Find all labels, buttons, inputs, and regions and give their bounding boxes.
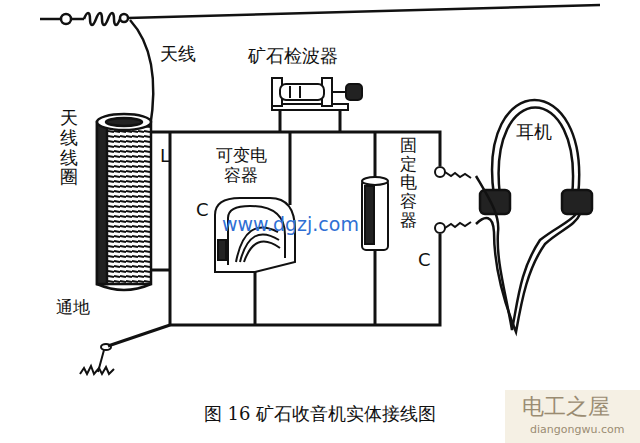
inductor-symbol-label: L bbox=[160, 146, 170, 167]
capacitor-symbol-label: C bbox=[196, 200, 209, 221]
antenna-label: 天线 bbox=[160, 44, 196, 65]
headphone-terminals bbox=[435, 167, 471, 233]
watermark-panel bbox=[505, 390, 640, 443]
watermark: 电工之屋 bbox=[522, 394, 610, 419]
crystal-detector bbox=[272, 78, 362, 110]
headphones bbox=[476, 100, 592, 332]
headphone-label: 耳机 bbox=[516, 122, 552, 143]
wiring bbox=[108, 108, 440, 346]
fixed-capacitor-label: 固定电容器 bbox=[400, 136, 417, 229]
watermark: diangongwu.com bbox=[530, 424, 624, 437]
antenna bbox=[40, 5, 600, 128]
watermark: www.dgzj.com bbox=[222, 214, 359, 236]
antenna-coil bbox=[97, 114, 151, 290]
figure-caption: 图 16 矿石收音机实体接线图 bbox=[110, 402, 530, 426]
ground-stake bbox=[80, 344, 114, 374]
fixed-capacitor bbox=[362, 177, 388, 250]
variable-capacitor-label: 可变电容器 bbox=[214, 146, 268, 185]
capacitor-symbol-label: C bbox=[418, 250, 431, 271]
ground-label: 通地 bbox=[56, 298, 90, 318]
coil-label: 天线线圈 bbox=[60, 108, 78, 187]
detector-label: 矿石检波器 bbox=[248, 46, 338, 67]
